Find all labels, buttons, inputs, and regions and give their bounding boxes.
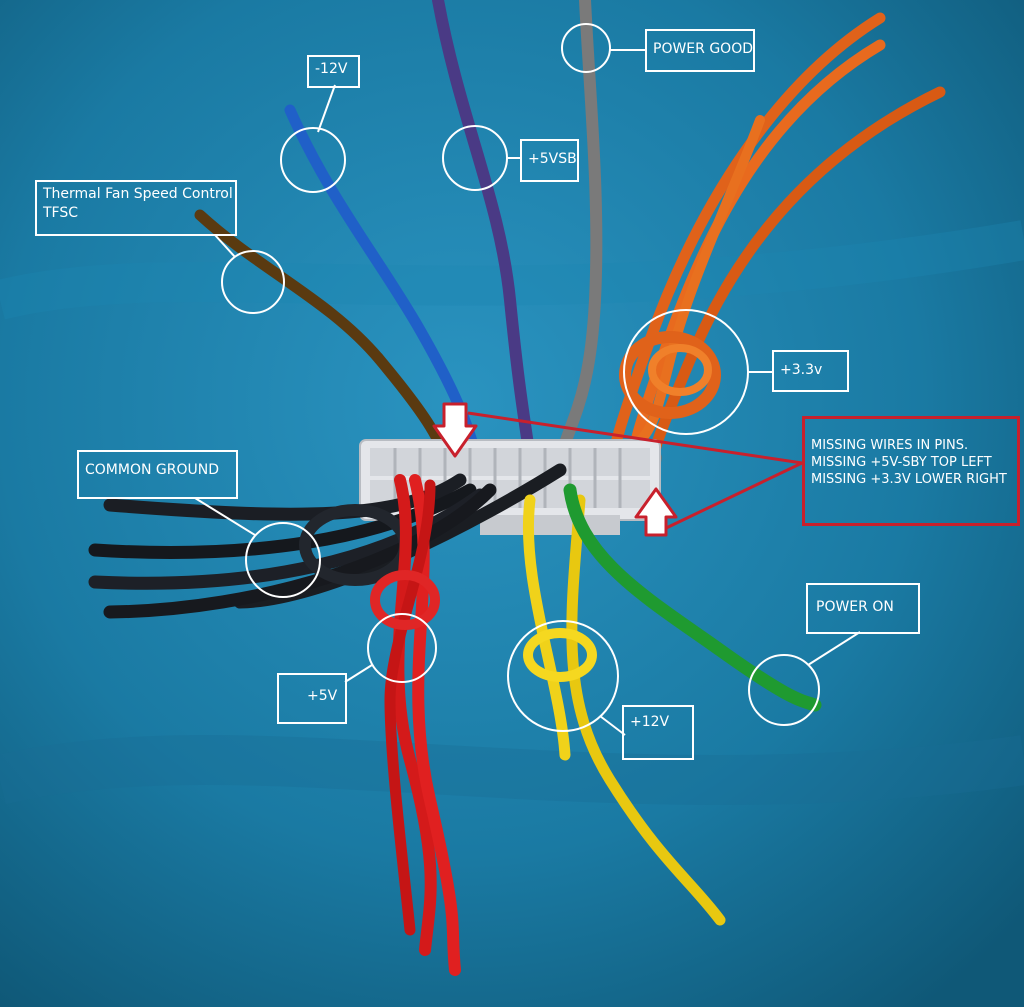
marker-circle-minus-12v xyxy=(280,127,346,193)
label-plus-3-3v: +3.3v xyxy=(772,350,849,392)
label-text: POWER GOOD xyxy=(653,41,753,57)
callout-line2: MISSING +5V-SBY TOP LEFT xyxy=(811,455,992,470)
label-power-on: POWER ON xyxy=(806,583,920,634)
red-wire xyxy=(384,479,436,936)
marker-circle-power-on xyxy=(748,654,820,726)
marker-circle-power-good xyxy=(561,23,611,73)
label-text: +12V xyxy=(630,714,670,730)
gray-wire xyxy=(554,0,603,466)
orange-knot xyxy=(648,344,712,396)
label-plus-5vsb: +5VSB xyxy=(520,139,579,182)
label-minus-12v: -12V xyxy=(307,55,360,88)
label-text: +3.3v xyxy=(780,362,823,378)
label-text: +5VSB xyxy=(528,151,577,167)
label-power-good: POWER GOOD xyxy=(645,29,755,72)
yellow-knot xyxy=(523,628,597,682)
marker-circle-plus-5v xyxy=(367,613,437,683)
cloth-fold xyxy=(0,735,1024,805)
label-text-line1: Thermal Fan Speed Control xyxy=(43,186,233,202)
callout-line3: MISSING +3.3V LOWER RIGHT xyxy=(811,472,1007,487)
label-text: COMMON GROUND xyxy=(85,462,219,478)
label-text: +5V xyxy=(307,688,338,704)
annotation-markers xyxy=(194,23,861,736)
red-wire xyxy=(392,474,437,956)
callout-pointers xyxy=(467,411,803,532)
arrow-up-icon xyxy=(634,487,678,537)
arrow-down-icon xyxy=(432,402,478,458)
label-plus-5v: +5V xyxy=(277,673,347,724)
label-text: POWER ON xyxy=(816,599,894,615)
yellow-wire xyxy=(522,494,571,761)
wires-front xyxy=(88,463,822,976)
yellow-wire xyxy=(566,494,726,926)
marker-circle-common-ground xyxy=(245,522,321,598)
marker-circle-plus-12v xyxy=(507,620,619,732)
label-text-line2: TFSC xyxy=(43,205,79,221)
purple-wire xyxy=(432,0,536,466)
label-common-ground: COMMON GROUND xyxy=(77,450,238,499)
label-plus-12v: +12V xyxy=(622,705,694,760)
red-knot xyxy=(370,570,440,630)
callout-line1: MISSING WIRES IN PINS. xyxy=(811,438,969,453)
green-wire xyxy=(563,483,822,712)
label-text: -12V xyxy=(315,61,348,77)
marker-circle-tfsc xyxy=(221,250,285,314)
label-tfsc: Thermal Fan Speed Control TFSC xyxy=(35,180,237,236)
callout-missing-wires: MISSING WIRES IN PINS. MISSING +5V-SBY T… xyxy=(802,416,1020,526)
